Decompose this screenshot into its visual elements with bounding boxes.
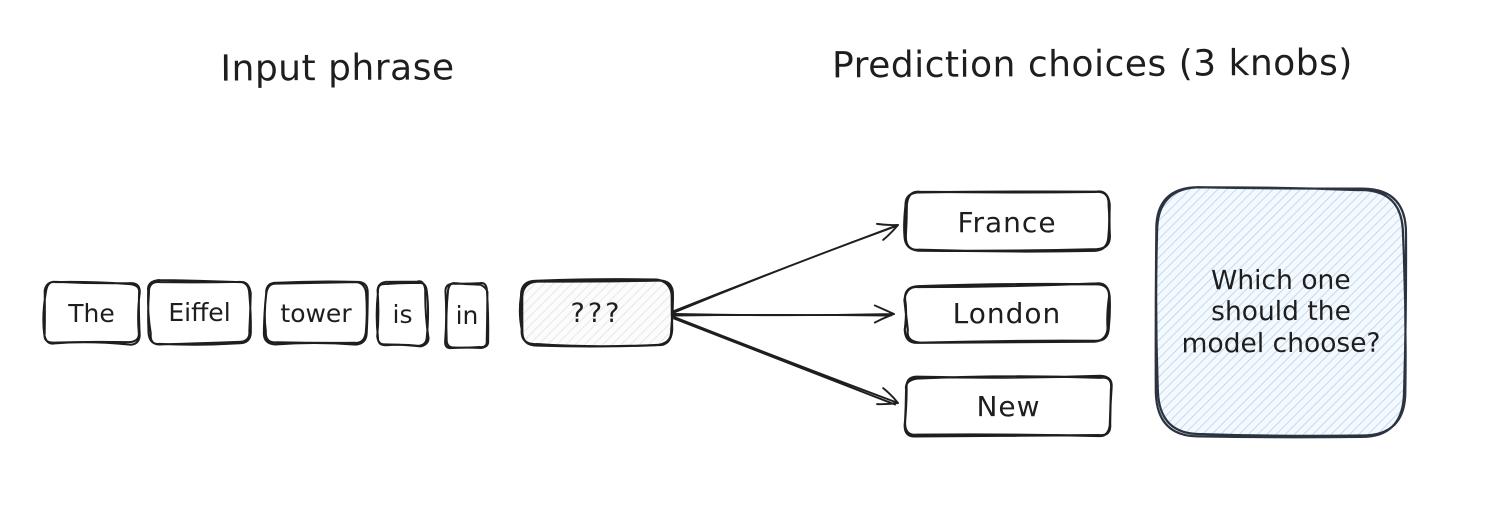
choice-label-new: New [976, 390, 1041, 423]
token-box-is [377, 281, 429, 346]
choice-box-london [904, 283, 1109, 342]
note-text: Which one should the model choose? [1181, 264, 1381, 359]
token-box-in [445, 283, 488, 348]
arrow-to-london [674, 305, 894, 322]
choice-box-new [905, 376, 1112, 437]
choice-label-london: London [952, 297, 1062, 330]
token-label-is: is [392, 299, 413, 329]
token-box-the [43, 282, 139, 345]
token-label-the: The [68, 298, 115, 328]
token-box-tower [264, 281, 368, 344]
arrow-to-new [674, 317, 898, 405]
token-label-eiffel: Eiffel [168, 298, 231, 327]
choice-label-france: France [957, 205, 1057, 239]
unknown-box [520, 279, 673, 346]
token-label-tower: tower [280, 298, 352, 328]
arrow-to-france [674, 224, 898, 313]
token-box-eiffel [148, 280, 251, 345]
token-label-in: in [455, 300, 479, 330]
choice-box-france [904, 192, 1110, 252]
prediction-choices-title: Prediction choices (3 knobs) [831, 42, 1353, 87]
input-phrase-title: Input phrase [220, 47, 455, 90]
unknown-box-label: ??? [570, 298, 623, 329]
note-box [1156, 187, 1406, 437]
